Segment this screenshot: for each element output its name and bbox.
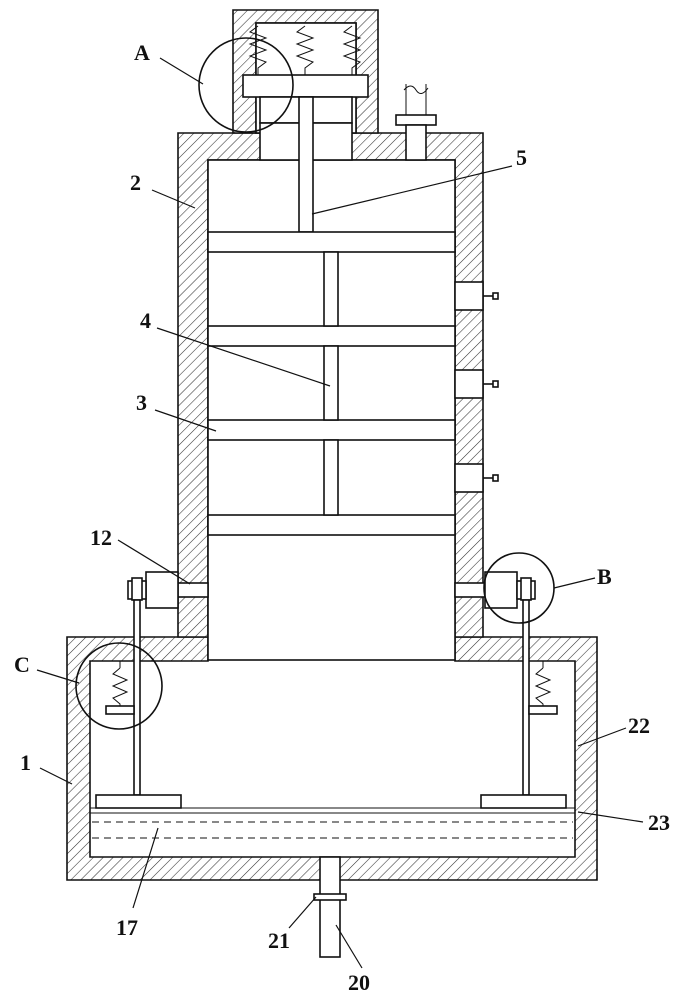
label-21: 21 [268, 928, 290, 953]
label-23: 23 [648, 810, 670, 835]
leader-lines [36, 57, 644, 969]
detail-circle-c [75, 642, 163, 730]
top-springs [248, 25, 362, 75]
label-B: B [597, 564, 612, 589]
detail-circle-a [198, 37, 294, 133]
part-labels: A 2 5 4 3 12 B C 22 1 23 17 21 20 [14, 40, 670, 995]
side-valves [454, 281, 499, 493]
label-2: 2 [130, 170, 141, 195]
label-12: 12 [90, 525, 112, 550]
connecting-rods [323, 251, 339, 516]
left-support-rod [95, 577, 182, 809]
label-1: 1 [20, 750, 31, 775]
base-housing [66, 636, 598, 881]
label-C: C [14, 652, 30, 677]
central-shaft [298, 96, 314, 233]
drain-pipe [313, 856, 347, 958]
label-20: 20 [348, 970, 370, 995]
trays [207, 231, 456, 536]
label-17: 17 [116, 915, 138, 940]
label-3: 3 [136, 390, 147, 415]
label-22: 22 [628, 713, 650, 738]
filter-layer [89, 807, 576, 858]
label-5: 5 [516, 145, 527, 170]
right-support-rod [480, 577, 567, 809]
label-A: A [134, 40, 150, 65]
label-4: 4 [140, 308, 151, 333]
inlet-pipe [395, 84, 437, 161]
